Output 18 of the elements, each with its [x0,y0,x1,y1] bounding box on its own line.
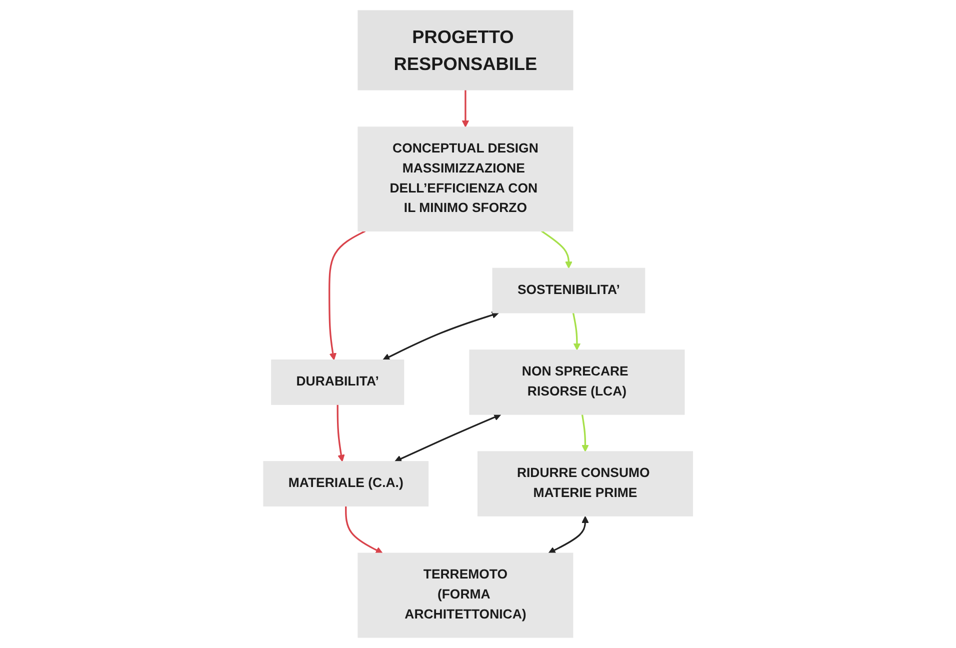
node-box: MATERIALE (C.A.) [263,461,428,506]
node-box: TERREMOTO (FORMA ARCHITETTONICA) [358,552,574,638]
arrow [548,516,589,554]
arrow [336,404,345,462]
node-box: RIDURRE CONSUMO MATERIE PRIME [477,451,693,516]
node-box: NON SPRECARE RISORSE (LCA) [469,350,685,415]
node-box: PROGETTO RESPONSABILE [358,10,574,90]
arrow [328,230,366,360]
arrow [540,230,572,269]
arrow [344,506,383,554]
arrow [462,90,469,128]
arrow [572,312,580,350]
node-box: DURABILITA’ [271,360,404,405]
node-box: SOSTENIBILITA’ [492,268,646,314]
arrow [581,414,589,452]
arrow [394,414,502,462]
arrow [382,311,499,360]
node-box: CONCEPTUAL DESIGN MASSIMIZZAZIONE DELL’EFFICIENZA CON IL MINIMO SFORZO [358,126,574,232]
